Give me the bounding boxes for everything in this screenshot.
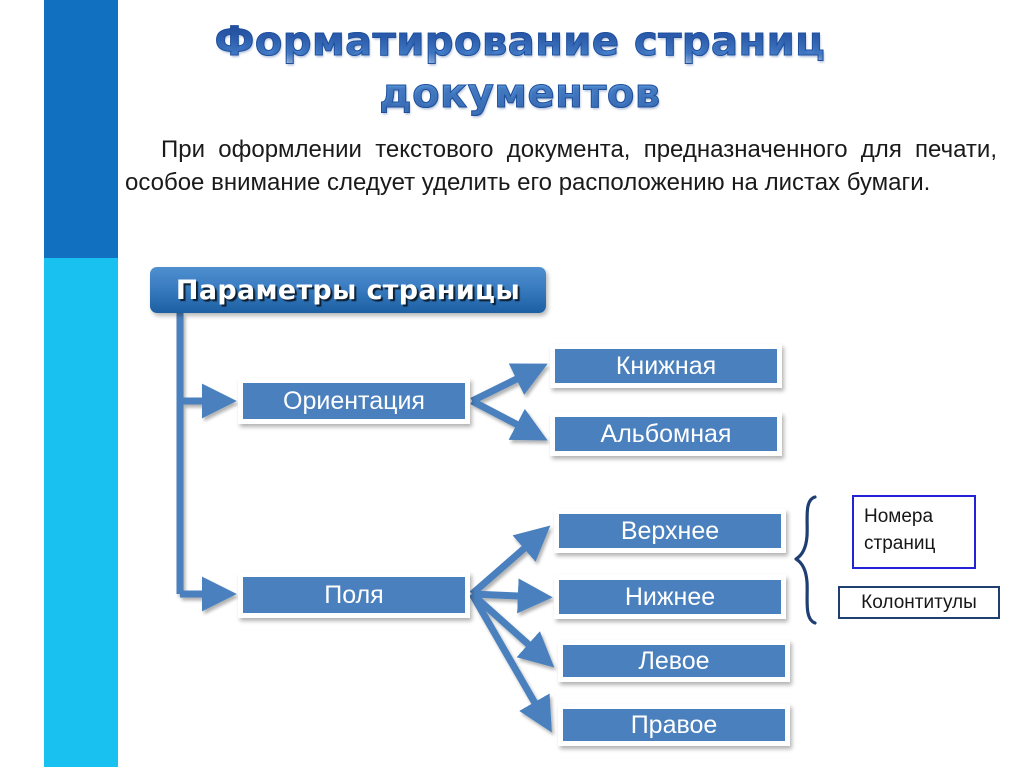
annotation-headers-footers[interactable]: Колонтитулы [838,586,1000,619]
diagram-node-label: Левое [638,646,710,675]
sidebar-accent-bar-top [44,0,118,258]
diagram-node-label: Ориентация [283,386,425,415]
annotation-label: Колонтитулы [861,591,977,613]
annotation-page-numbers[interactable]: Номера страниц [852,495,976,569]
diagram-node-label: Книжная [615,351,717,380]
body-paragraph: При оформлении текстового документа, пре… [125,136,997,196]
diagram-node-label: Поля [324,580,384,609]
diagram-node-orientation[interactable]: Ориентация [238,378,470,424]
diagram-node-margin-left[interactable]: Левое [558,640,790,682]
diagram-node-margin-top[interactable]: Верхнее [554,509,786,553]
diagram-node-label: Верхнее [620,516,720,545]
annotation-label: Номера страниц [864,506,936,554]
diagram-node-label: Правое [630,710,718,739]
diagram-node-label: Альбомная [600,419,732,448]
diagram-node-portrait[interactable]: Книжная [550,344,782,388]
diagram-node-page-parameters[interactable]: Параметры страницы [150,267,546,313]
diagram-node-label: Параметры страницы [175,274,521,306]
diagram-node-label: Нижнее [624,582,716,611]
diagram-node-fields[interactable]: Поля [238,572,470,618]
diagram-node-margin-right[interactable]: Правое [558,704,790,746]
diagram-node-margin-bottom[interactable]: Нижнее [554,575,786,619]
page-title: Форматирование страниц документов [150,16,890,120]
sidebar-accent-bar-bottom [44,258,118,767]
grouping-brace [794,495,817,625]
diagram-node-landscape[interactable]: Альбомная [550,412,782,456]
